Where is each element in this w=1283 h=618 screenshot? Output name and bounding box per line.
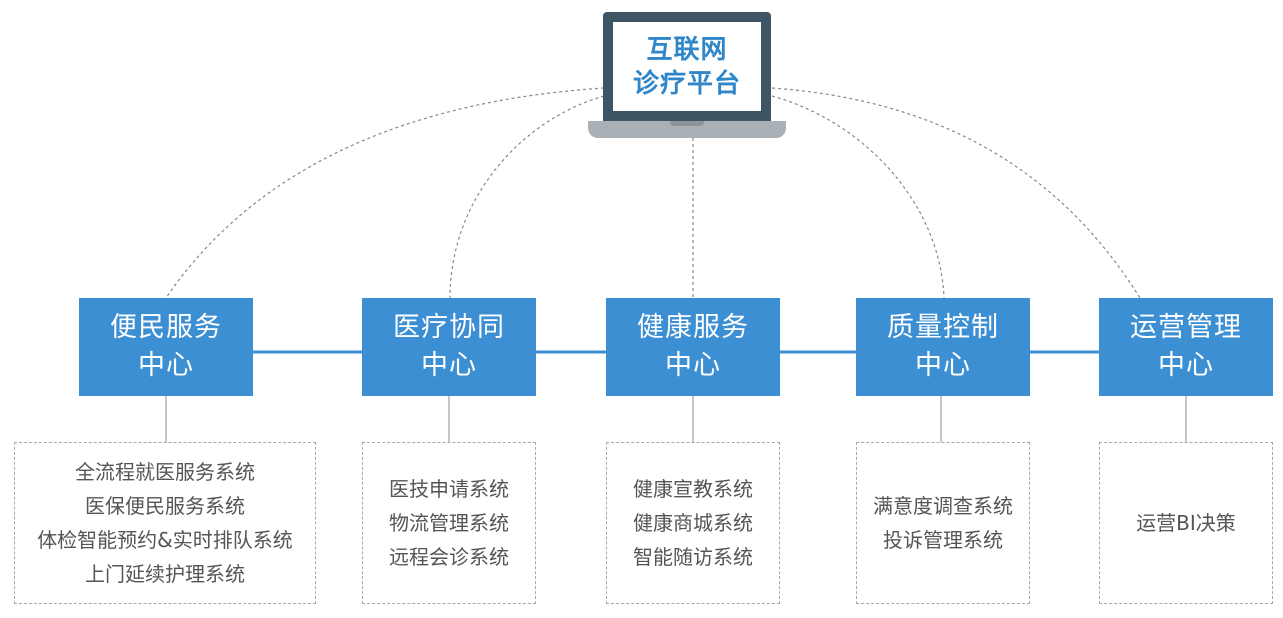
system-item: 健康宣教系统 (633, 477, 753, 501)
system-item: 运营BI决策 (1136, 511, 1236, 535)
center-subtitle: 中心 (915, 350, 971, 381)
system-item: 投诉管理系统 (883, 528, 1003, 552)
center-subtitle: 中心 (665, 350, 721, 381)
system-box-quality-control: 满意度调查系统 投诉管理系统 (856, 442, 1030, 604)
system-item: 远程会诊系统 (389, 545, 509, 569)
center-title: 便民服务 (110, 312, 222, 343)
dotted-link-4 (771, 95, 945, 299)
center-box-operations: 运营管理 中心 (1099, 298, 1273, 396)
system-item: 健康商城系统 (633, 511, 753, 535)
system-item: 体检智能预约&实时排队系统 (37, 528, 293, 552)
system-item: 智能随访系统 (633, 545, 753, 569)
system-box-operations: 运营BI决策 (1099, 442, 1273, 604)
center-box-medical-collab: 医疗协同 中心 (362, 298, 536, 396)
platform-title: 互联网 诊疗平台 (613, 22, 761, 111)
system-item: 物流管理系统 (389, 511, 509, 535)
system-item: 医技申请系统 (389, 477, 509, 501)
center-subtitle: 中心 (421, 350, 477, 381)
center-title: 健康服务 (637, 312, 749, 343)
system-item: 全流程就医服务系统 (75, 460, 255, 484)
center-subtitle: 中心 (138, 350, 194, 381)
system-item: 满意度调查系统 (873, 494, 1013, 518)
platform-title-line1: 互联网 (646, 34, 728, 65)
center-box-quality-control: 质量控制 中心 (856, 298, 1030, 396)
system-box-medical-collab: 医技申请系统 物流管理系统 远程会诊系统 (362, 442, 536, 604)
system-box-health-service: 健康宣教系统 健康商城系统 智能随访系统 (606, 442, 780, 604)
laptop-notch (670, 121, 704, 126)
dotted-link-5 (771, 87, 1141, 299)
platform-title-line2: 诊疗平台 (632, 68, 741, 99)
dotted-link-1 (165, 87, 605, 299)
laptop-base (588, 121, 786, 138)
center-title: 运营管理 (1130, 312, 1242, 343)
platform-laptop: 互联网 诊疗平台 (588, 12, 786, 138)
system-item: 上门延续护理系统 (85, 562, 245, 586)
center-box-convenience: 便民服务 中心 (79, 298, 253, 396)
system-box-convenience: 全流程就医服务系统 医保便民服务系统 体检智能预约&实时排队系统 上门延续护理系… (14, 442, 316, 604)
center-box-health-service: 健康服务 中心 (606, 298, 780, 396)
system-item: 医保便民服务系统 (85, 494, 245, 518)
laptop-screen: 互联网 诊疗平台 (603, 12, 771, 121)
dotted-link-2 (449, 95, 605, 299)
center-title: 质量控制 (887, 312, 999, 343)
center-title: 医疗协同 (393, 312, 505, 343)
center-subtitle: 中心 (1158, 350, 1214, 381)
